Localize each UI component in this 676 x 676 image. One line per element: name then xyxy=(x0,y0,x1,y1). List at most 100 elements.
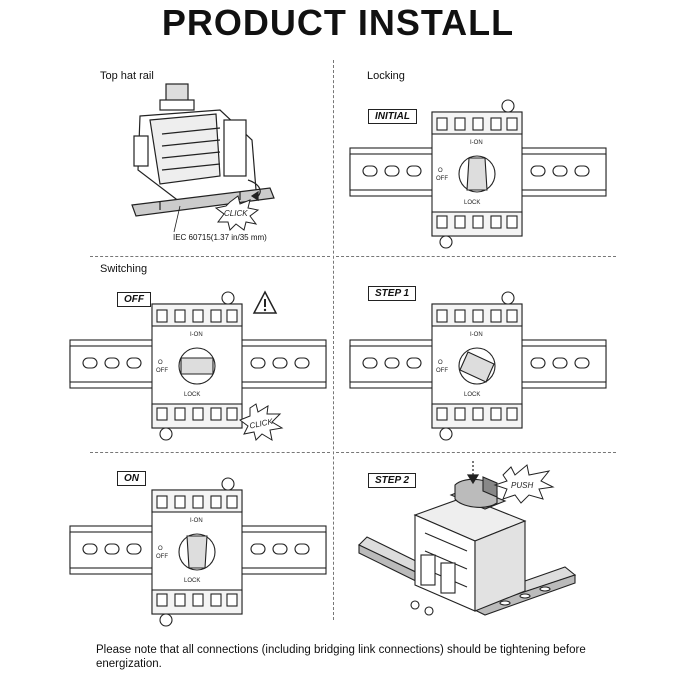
bottom-ear xyxy=(159,613,173,627)
rail-slot xyxy=(126,357,142,369)
terminal-screw xyxy=(226,407,238,421)
terminal-screw xyxy=(226,309,238,323)
push-text: PUSH xyxy=(511,481,533,490)
rail-slot xyxy=(552,165,568,177)
rail-slot xyxy=(362,165,378,177)
rail-slot xyxy=(384,165,400,177)
terminal-screw xyxy=(506,309,518,323)
terminal-screw xyxy=(490,215,502,229)
rail-slot xyxy=(82,543,98,555)
section-top-hat-rail: Top hat rail xyxy=(100,70,154,82)
terminal-screw xyxy=(506,215,518,229)
warning-icon xyxy=(252,290,278,314)
horizontal-divider-left-2 xyxy=(90,452,330,453)
knob-handle xyxy=(186,535,208,569)
knob-handle xyxy=(466,157,488,191)
off-label: OFF xyxy=(436,176,448,182)
terminal-screw xyxy=(174,593,186,607)
rail-slot xyxy=(250,357,266,369)
step2-isometric-diagram: PUSH xyxy=(358,461,577,616)
terminal-screw xyxy=(490,309,502,323)
terminal-screw xyxy=(454,407,466,421)
page-title: PRODUCT INSTALL xyxy=(161,2,515,43)
tag-step2: STEP 2 xyxy=(368,473,417,488)
on-label: I-ON xyxy=(470,332,483,338)
top-ear xyxy=(501,291,515,305)
horizontal-divider-right-1 xyxy=(336,256,616,257)
terminal-screw xyxy=(156,593,168,607)
terminal-screw xyxy=(192,495,204,509)
terminal-screw xyxy=(472,117,484,131)
knob-handle xyxy=(180,357,214,375)
rail-slot xyxy=(82,357,98,369)
terminal-screw xyxy=(472,309,484,323)
lock-label: LOCK xyxy=(464,392,480,398)
top-hat-rail-diagram: CLICK xyxy=(131,83,275,233)
lock-label: LOCK xyxy=(184,392,200,398)
terminal-screw xyxy=(472,407,484,421)
bottom-ear xyxy=(159,427,173,441)
terminal-screw xyxy=(226,495,238,509)
off-mark-label: O xyxy=(438,168,443,174)
rail-slot xyxy=(384,357,400,369)
terminal-screw xyxy=(436,309,448,323)
lock-label: LOCK xyxy=(184,578,200,584)
rail-slot xyxy=(250,543,266,555)
terminal-screw xyxy=(192,309,204,323)
terminal-screw xyxy=(506,407,518,421)
terminal-screw xyxy=(210,593,222,607)
rail-slot xyxy=(126,543,142,555)
terminal-screw xyxy=(436,215,448,229)
top-ear xyxy=(501,99,515,113)
click-text-rail: CLICK xyxy=(224,209,248,218)
terminal-screw xyxy=(454,117,466,131)
rail-slot xyxy=(530,165,546,177)
terminal-screw xyxy=(210,309,222,323)
bottom-ear xyxy=(439,235,453,249)
lock-label: LOCK xyxy=(464,200,480,206)
off-label: OFF xyxy=(156,554,168,560)
terminal-screw xyxy=(192,593,204,607)
terminal-screw xyxy=(226,593,238,607)
rail-slot xyxy=(574,357,590,369)
rail-slot xyxy=(406,357,422,369)
switch-off: I-ON OFF O LOCK xyxy=(69,291,327,441)
vertical-divider xyxy=(333,60,334,620)
off-mark-label: O xyxy=(158,360,163,366)
terminal-screw xyxy=(454,215,466,229)
click-burst-off: CLICK xyxy=(238,403,284,442)
terminal-screw xyxy=(174,495,186,509)
rail-slot xyxy=(294,543,310,555)
terminal-screw xyxy=(192,407,204,421)
terminal-screw xyxy=(472,215,484,229)
tag-off: OFF xyxy=(117,292,151,307)
bottom-ear xyxy=(439,427,453,441)
off-mark-label: O xyxy=(438,360,443,366)
terminal-screw xyxy=(436,117,448,131)
on-label: I-ON xyxy=(470,140,483,146)
terminal-screw xyxy=(454,309,466,323)
on-label: I-ON xyxy=(190,518,203,524)
section-locking: Locking xyxy=(367,70,405,82)
section-switching: Switching xyxy=(100,263,148,275)
off-mark-label: O xyxy=(158,546,163,552)
terminal-screw xyxy=(156,407,168,421)
rail-slot xyxy=(272,543,288,555)
terminal-screw xyxy=(156,495,168,509)
tag-step1: STEP 1 xyxy=(368,286,417,301)
rail-slot xyxy=(104,543,120,555)
terminal-screw xyxy=(174,309,186,323)
rail-slot xyxy=(272,357,288,369)
installation-note: Please note that all connections (includ… xyxy=(96,644,586,670)
rail-spec-label: IEC 60715(1.37 in/35 mm) xyxy=(173,233,267,242)
terminal-screw xyxy=(210,495,222,509)
terminal-screw xyxy=(506,117,518,131)
rail-slot xyxy=(552,357,568,369)
top-ear xyxy=(221,477,235,491)
tag-on: ON xyxy=(117,471,146,486)
rail-slot xyxy=(104,357,120,369)
on-label: I-ON xyxy=(190,332,203,338)
rail-slot xyxy=(530,357,546,369)
terminal-screw xyxy=(210,407,222,421)
